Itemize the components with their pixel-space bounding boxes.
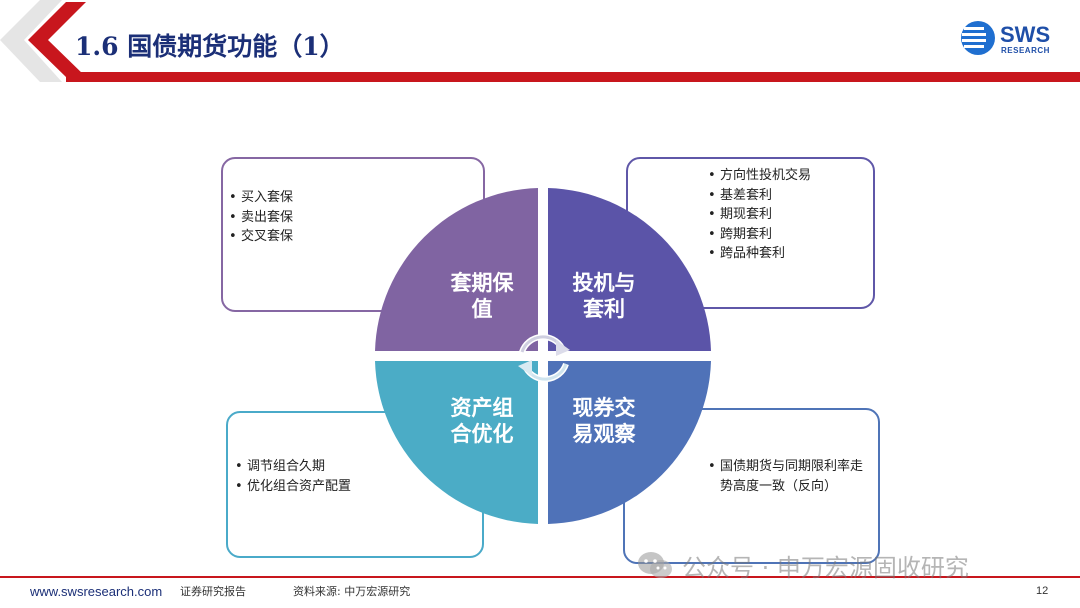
list-item: 基差套利 [708,186,811,206]
quadrant-label-speculation: 投机与 套利 [549,270,659,322]
footer-source: 资料来源: 中万宏源研究 [293,585,411,598]
quadrant-bottom-left [375,361,538,524]
page-title: 1.6 国债期货功能（1） [75,32,345,61]
list-item: 跨期套利 [708,225,811,245]
quadrant-text: 值 [471,297,493,321]
logo-subtext: RESEARCH [1001,46,1050,55]
wechat-icon [638,552,672,578]
footer-report-type: 证券研究报告 [180,585,246,598]
portfolio-list: 调节组合久期 优化组合资产配置 [235,457,351,496]
spot-observation-list: 国债期货与同期限利率走势高度一致（反向） [708,457,873,496]
footer-divider [0,576,1080,578]
quadrant-text: 易观察 [572,422,636,446]
quadrant-label-hedging: 套期保 值 [427,270,537,322]
quadrant-text: 合优化 [450,422,514,446]
quadrant-text: 现券交 [572,396,636,420]
list-item: 调节组合久期 [235,457,351,477]
footer-url-link[interactable]: www.swsresearch.com [30,584,163,599]
quadrant-label-spot: 现券交 易观察 [549,395,659,447]
list-item: 跨品种套利 [708,244,811,264]
quadrant-text: 投机与 [572,271,636,295]
logo-text: SWS [1000,22,1051,47]
list-item: 期现套利 [708,205,811,225]
quadrant-bottom-right [548,361,711,524]
function-circle [375,188,711,524]
quadrant-text: 套期保 [450,271,514,295]
page-number: 12 [1036,585,1049,597]
list-item: 国债期货与同期限利率走势高度一致（反向） [708,457,873,496]
cycle-arrows-icon [518,333,570,383]
quadrant-top-right [548,188,711,351]
quadrant-label-portfolio: 资产组 合优化 [427,395,537,447]
watermark-text: 公众号 · 申万宏源固收研究 [682,553,969,582]
quadrant-text: 套利 [583,297,625,321]
list-item: 优化组合资产配置 [235,477,351,497]
sws-logo-icon [961,21,995,55]
list-item: 交叉套保 [229,227,293,247]
watermark: 公众号 · 申万宏源固收研究 [636,548,969,582]
quadrant-text: 资产组 [450,396,514,420]
quadrant-top-left [375,188,538,351]
list-item: 方向性投机交易 [708,166,811,186]
header-banner [0,0,1080,82]
list-item: 买入套保 [229,188,293,208]
hedging-list: 买入套保 卖出套保 交叉套保 [229,188,293,247]
speculation-list: 方向性投机交易 基差套利 期现套利 跨期套利 跨品种套利 [708,166,811,264]
list-item: 卖出套保 [229,208,293,228]
